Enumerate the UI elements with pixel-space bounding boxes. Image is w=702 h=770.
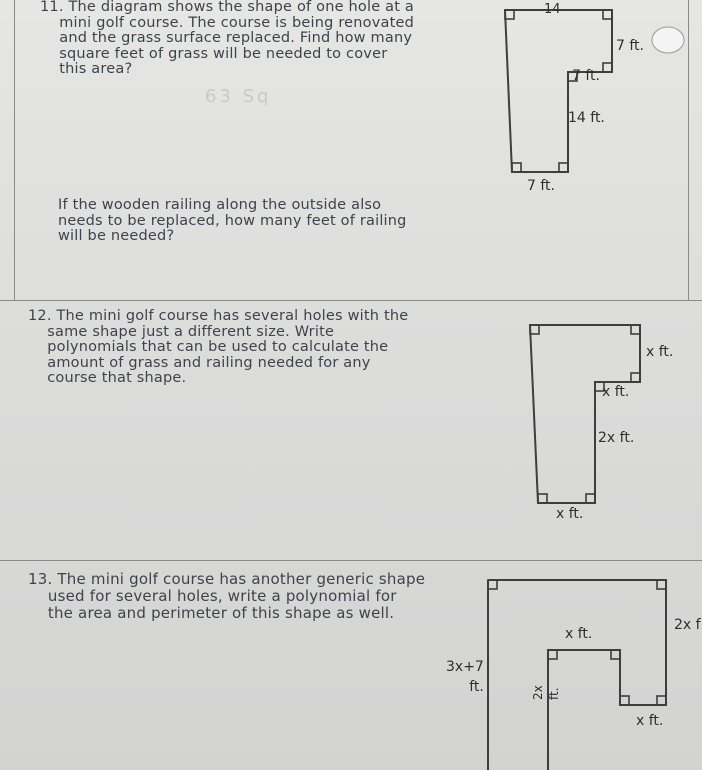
q13-golf-hole-shape — [487, 579, 667, 770]
q11-golf-hole-shape — [503, 9, 613, 173]
divider-q11-q12 — [0, 300, 702, 301]
q11-label-right-top: 7 ft. — [616, 38, 644, 54]
q11-label-top: 14 — [544, 2, 561, 17]
q11-label-inner-step: 7 ft. — [572, 68, 600, 84]
q13-label-right-side: 2x f — [674, 617, 701, 633]
q11-question: 11. The diagram shows the shape of one h… — [40, 0, 415, 77]
q11-faint-answer: 63 Sq — [205, 86, 272, 107]
q11-label-inner-vertical: 14 ft. — [568, 110, 605, 126]
q12-question: 12. The mini golf course has several hol… — [28, 308, 409, 386]
q12-golf-hole-shape — [528, 324, 641, 504]
q13-label-bottom-right: x ft. — [636, 713, 664, 729]
q12-label-inner-step: x ft. — [602, 384, 630, 400]
q11-followup: If the wooden railing along the outside … — [58, 197, 407, 244]
q12-label-inner-vertical: 2x ft. — [598, 430, 635, 446]
q11-label-bottom: 7 ft. — [527, 178, 555, 194]
q13-label-inner-top: x ft. — [565, 626, 593, 642]
q13-label-inner-left: 2x ft. — [531, 685, 561, 700]
divider-q12-q13 — [0, 560, 702, 561]
q12-label-right-top: x ft. — [646, 344, 674, 360]
q13-label-left-side: 3x+7 ft. — [446, 659, 484, 695]
page-left-border — [14, 0, 15, 300]
q13-question: 13. The mini golf course has another gen… — [28, 570, 426, 622]
q12-label-bottom: x ft. — [556, 506, 584, 522]
page-right-border — [688, 0, 689, 300]
circle-mark-icon — [651, 26, 685, 54]
